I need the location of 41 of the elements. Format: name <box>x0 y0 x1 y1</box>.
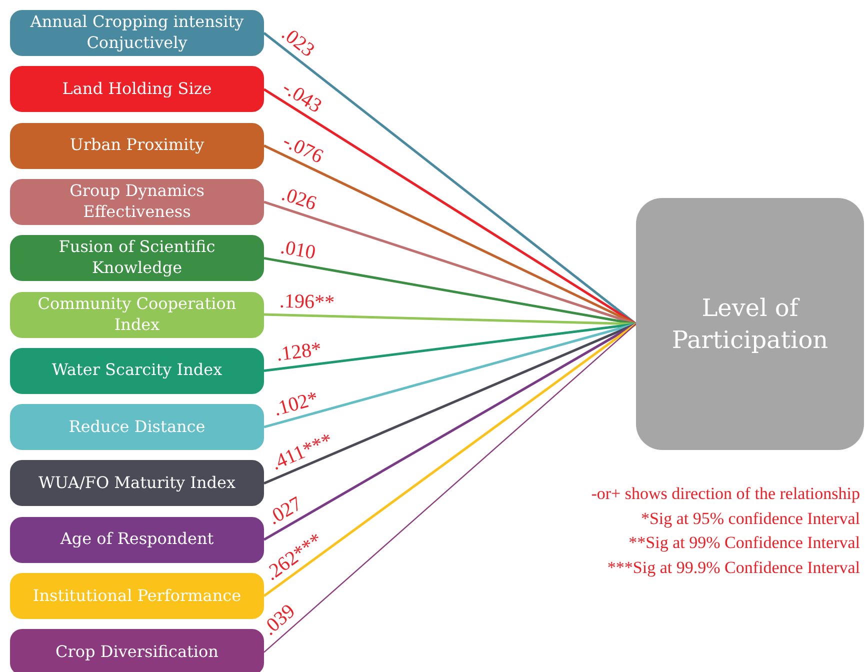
factor-box <box>10 404 264 450</box>
connector-line <box>264 256 636 326</box>
connector-line <box>264 200 636 326</box>
node-label: Annual Cropping intensity Conjuctively <box>29 12 245 54</box>
node-label: Water Scarcity Index <box>52 360 222 382</box>
connector-line <box>263 323 637 597</box>
note-text: -or+ shows direction of the relationship <box>591 484 860 504</box>
factor-box <box>10 235 264 282</box>
factor-box <box>10 348 264 394</box>
factor-box <box>10 292 264 338</box>
connector-line <box>264 322 636 428</box>
factor-box <box>10 629 264 672</box>
node-label: Community Cooperation Index <box>36 294 238 336</box>
connector-line <box>264 322 636 372</box>
connector-line <box>264 313 636 326</box>
note-text: ***Sig at 99.9% Confidence Interval <box>607 558 860 578</box>
factor-box <box>10 122 264 169</box>
node-label: Level of Participation <box>670 292 830 356</box>
outcome-box <box>636 198 864 450</box>
factor-box <box>10 516 264 563</box>
node-label: Urban Proximity <box>70 135 204 156</box>
node-label: Age of Respondent <box>60 529 214 550</box>
connector-line <box>263 88 637 326</box>
factor-box <box>10 460 264 506</box>
note-text: **Sig at 99% Confidence Interval <box>628 533 860 553</box>
factor-box <box>10 10 264 56</box>
node-label: Fusion of Scientific Knowledge <box>58 237 216 279</box>
connector-line <box>263 144 637 326</box>
node-label: Reduce Distance <box>68 416 206 438</box>
connector-line <box>263 32 637 325</box>
node-label: Institutional Performance <box>32 586 242 606</box>
node-label: Land Holding Size <box>62 78 212 100</box>
factor-box <box>10 573 264 619</box>
connector-line <box>264 324 636 653</box>
note-text: *Sig at 95% confidence Interval <box>640 508 860 528</box>
connector-line <box>264 322 636 485</box>
factor-box <box>10 178 264 225</box>
node-label: Group Dynamics Effectiveness <box>68 181 206 223</box>
factor-box <box>10 66 264 112</box>
node-label: Crop Diversification <box>56 642 218 663</box>
node-label: WUA/FO Maturity Index <box>38 472 236 494</box>
